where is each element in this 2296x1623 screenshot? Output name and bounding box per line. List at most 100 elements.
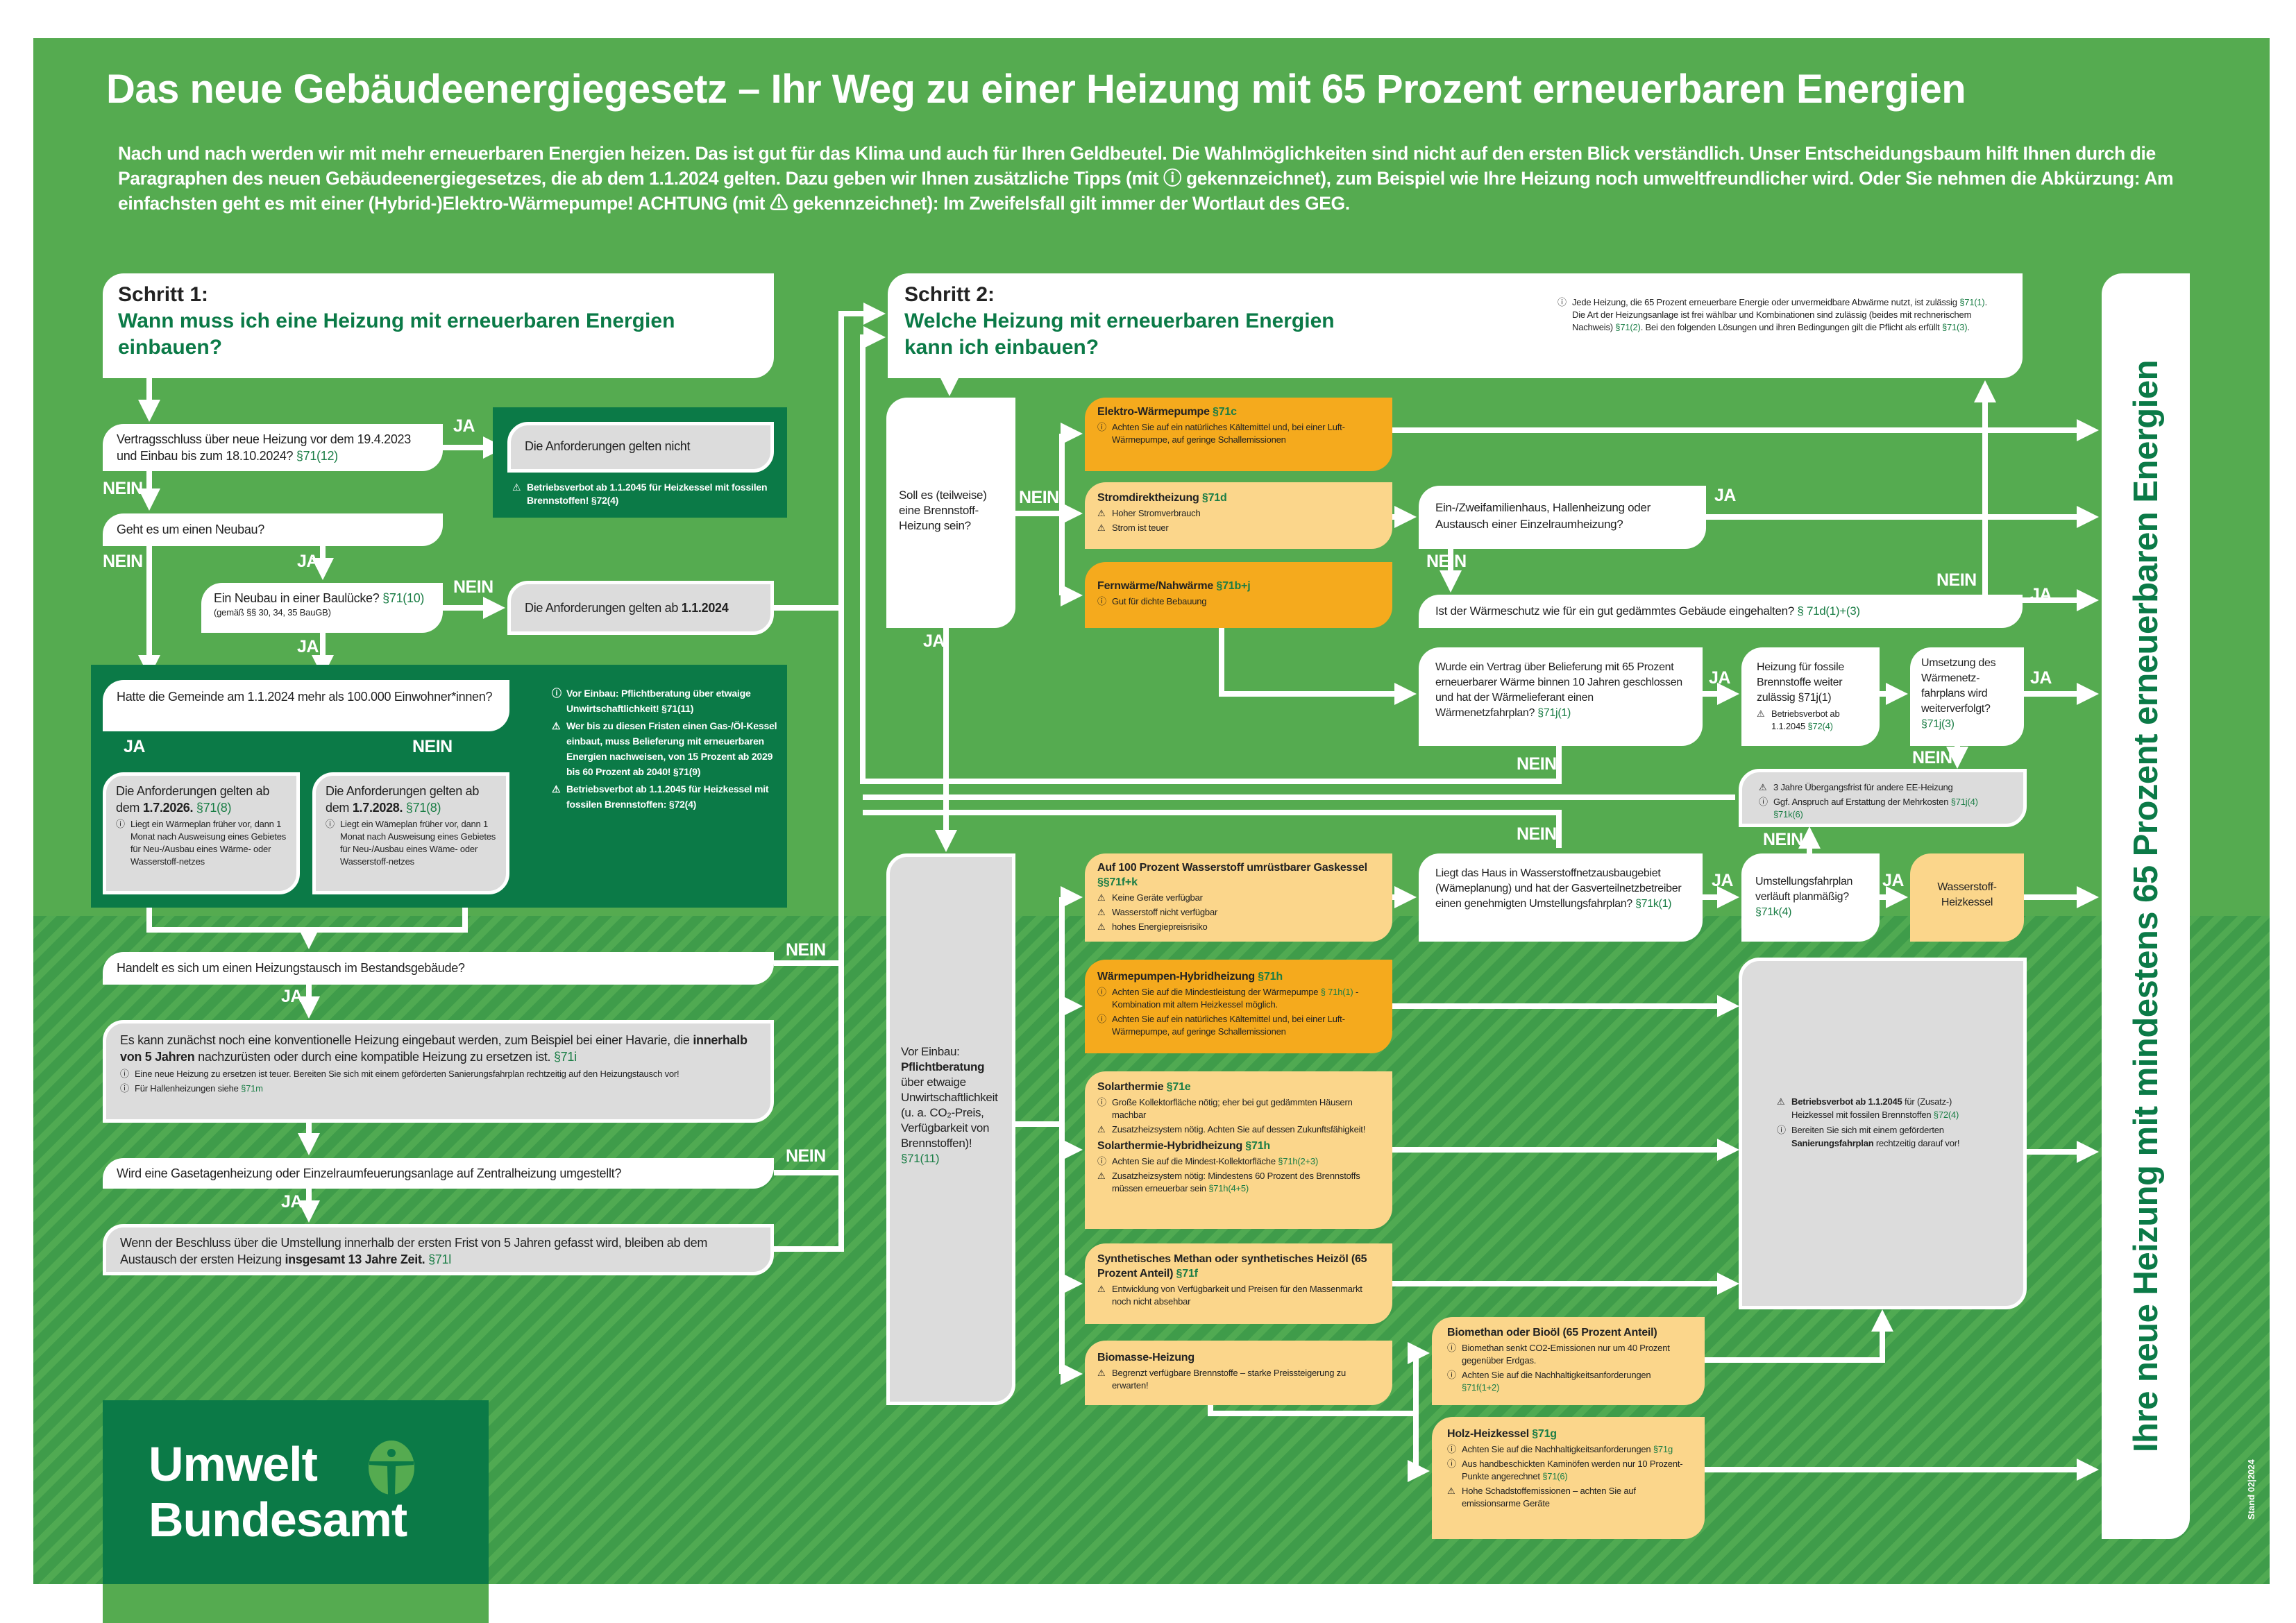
step1-label: Schritt 1: [118,283,209,306]
text-segment: Liegt ein Wärmeplan früher vor, dann 1 M… [130,819,287,867]
note-item: ⚠Zusatzheizsystem nötig. Achten Sie auf … [1097,1123,1380,1136]
label-yes: JA [1712,871,1733,890]
note-item: ⚠ Wasserstoff nicht verfügbar [1097,906,1380,919]
paragraph-reference: §71h [1245,1140,1270,1152]
note-text: Betriebsverbot ab 1.1.2045 für Heizkesse… [527,481,776,507]
note-text: Für Hallenheizungen siehe §71m [135,1082,263,1095]
text-segment: Betriebsverbot ab 1.1.2045 [1771,708,1840,731]
paragraph-reference: §§71f+k [1097,876,1138,888]
note-text: hohes Energiepreisrisiko [1112,921,1208,933]
result-13-years: Wenn der Beschluss über die Umstellung i… [103,1224,774,1275]
text-segment: Hoher Stromverbrauch [1112,508,1201,518]
warning-icon: ⚠ [1097,1284,1106,1294]
option-notes: ⓘ Große Kollektorfläche nötig; eher bei g… [1097,1096,1380,1136]
info-icon: ⓘ [120,1083,129,1094]
warning-icon: ⚠ [1097,921,1106,932]
info-icon: ⓘ [1558,297,1567,307]
label-yes: JA [2030,668,2052,688]
text-segment: Große Kollektorfläche nötig; eher bei gu… [1112,1097,1353,1120]
text-segment: Achten Sie auf die Nachhaltigkeitsanford… [1462,1370,1651,1380]
label-yes: JA [281,1192,303,1212]
bold-text: Fernwärme/Nahwärme [1097,580,1217,592]
text-segment: Wasserstoff nicht verfügbar [1112,907,1218,917]
note-text: Hohe Schadstoffemissionen – achten Sie a… [1462,1485,1689,1510]
label-yes: JA [281,987,303,1006]
label-yes: JA [1714,486,1736,505]
text-segment: Heizung für fossile Brennstoffe weiter z… [1757,661,1844,704]
question-building-gap: Ein Neubau in einer Baulücke? §71(10) (g… [201,583,443,633]
note-text: Zusatzheizsystem nötig: Mindestens 60 Pr… [1112,1170,1380,1195]
note-text: Betriebsverbot ab 1.1.2045 §72(4) [1771,708,1864,733]
warning-icon: ⚠ [512,482,521,493]
paragraph-reference: §71(3) [1941,322,1968,332]
paragraph-reference: §71f(1+2) [1462,1382,1500,1393]
label-yes: JA [2030,585,2052,604]
note-text: Achten Sie auf die Nachhaltigkeitsanford… [1462,1369,1689,1394]
warning-icon: ⚠ [1097,1368,1106,1378]
text-segment: hohes Energiepreisrisiko [1112,921,1208,932]
result-conventional-text: Es kann zunächst noch eine konventionell… [120,1032,757,1065]
note-item: ⚠ Hoher Stromverbrauch [1097,507,1380,520]
option-hydrogen-ready-boiler: Auf 100 Prozent Wasserstoff umrüstbarer … [1085,853,1392,942]
text-segment: Vor Einbau: Pflichtberatung über etwaige… [566,688,751,714]
warning-icon: ⚠ [1757,708,1765,719]
paragraph-reference: § 71h(1) [1320,987,1353,997]
text-segment: für (Zusatz-) Heizkessel mit fossilen Br… [1791,1096,1952,1120]
note-text: Zusatzheizsystem nötig. Achten Sie auf d… [1112,1123,1365,1136]
step1-question: Wann muss ich eine Heizung mit erneuerba… [118,309,675,359]
question-single-family: Ein-/Zweifamilienhaus, Hallenheizung ode… [1419,486,1706,549]
question-insulation: Ist der Wärmeschutz wie für ein gut gedä… [1419,595,2023,628]
paragraph-reference: §71j(4) §71k(6) [1773,797,1978,819]
warning-icon: ⚠ [1097,508,1106,518]
info-icon: ⓘ [1097,596,1106,606]
info-icon: ⓘ [1097,1014,1106,1024]
text-segment: Begrenzt verfügbare Brennstoffe – starke… [1112,1368,1346,1391]
label-yes: JA [1709,668,1730,688]
text-segment: Achten Sie auf die Mindestleistung der W… [1112,987,1321,997]
option-synthetic-fuels: Synthetisches Methan oder synthetisches … [1085,1243,1392,1324]
note-item: ⚠Betriebsverbot ab 1.1.2045 für Heizkess… [552,781,781,812]
paragraph-reference: §72(4) [1807,721,1833,731]
bold-text: Stromdirektheizung [1097,492,1202,504]
question-central-heating-switch: Wird eine Gasetagenheizung oder Einzelra… [103,1158,774,1189]
text-segment: Wenn der Beschluss über die Umstellung i… [120,1236,708,1266]
bold-text: insgesamt 13 Jahre Zeit. [285,1252,425,1266]
question-heating-replacement: Handelt es sich um einen Heizungstausch … [103,952,774,985]
note-text: Keine Geräte verfügbar [1112,892,1203,904]
paragraph-reference: §71d [1201,492,1227,504]
question-conversion-plan: Umstellungsfahrplan verläuft planmäßig? … [1741,853,1880,942]
info-icon: ⓘ [1097,1097,1106,1107]
result-2026-text: Die Anforderungen gelten ab dem 1.7.2026… [116,783,287,816]
logo-bar [103,1584,489,1623]
text-segment: (65 Prozent Anteil) [1097,1253,1367,1280]
text-segment: Hohe Schadstoffemissionen – achten Sie a… [1462,1486,1636,1509]
note-item: ⚠ hohes Energiepreisrisiko [1097,921,1380,933]
note-text: Achten Sie auf ein natürliches Kältemitt… [1112,1013,1380,1038]
option-notes: ⚠ Hoher Stromverbrauch⚠ Strom ist teuer [1097,507,1380,534]
paragraph-reference: §71c [1213,406,1237,418]
paragraph-reference: §71(8) [196,801,232,815]
paragraph-reference: §71h(4+5) [1208,1183,1249,1193]
question-building-gap-note: (gemäß §§ 30, 34, 35 BauGB) [214,607,331,618]
warning-icon: ⚠ [552,720,561,731]
bold-text: Pflichtberatung [901,1060,985,1073]
text-segment: Vor Einbau: [901,1045,960,1058]
warning-icon: ⚠ [1097,907,1106,917]
step2-header-note: ⓘ Jede Heizung, die 65 Prozent erneuerbar… [1558,294,2002,334]
note-item: ⓘ Für Hallenheizungen siehe §71m [120,1082,757,1095]
label-no: NEIN [1019,488,1059,507]
logo-line1: Umwelt [149,1437,318,1491]
info-icon: ⓘ [1097,987,1106,997]
text-segment: Jede Heizung, die 65 Prozent erneuerbare… [1572,297,1960,307]
logo-line2: Bundesamt [149,1493,407,1547]
note-text: Strom ist teuer [1112,522,1169,534]
note-item: ⚠Keine Geräte verfügbar [1097,892,1380,904]
text-segment: - Kombination mit altem Heizkessel mögli… [1112,987,1359,1010]
info-icon: ⓘ [1097,1156,1106,1166]
label-no: NEIN [1517,754,1557,774]
